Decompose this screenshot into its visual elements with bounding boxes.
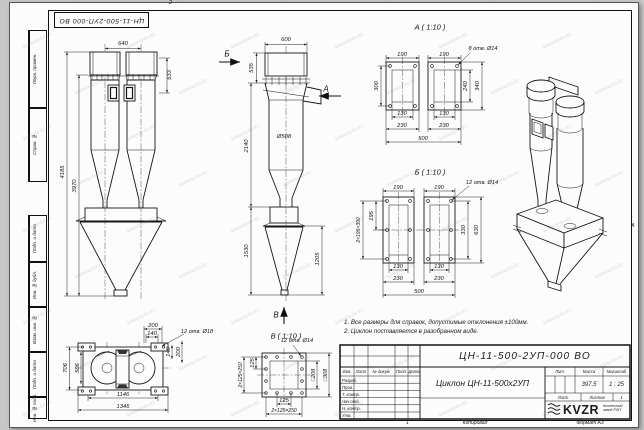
logo-caption-line1: Котельный bbox=[603, 403, 623, 408]
titleblock-sheets-value: 1 bbox=[620, 394, 623, 400]
titleblock-signature-rows: Разраб.Пров.Т. контр. Нач.отд. Н. контр.Ут… bbox=[342, 377, 372, 420]
iso-3d-view bbox=[512, 76, 608, 292]
frame-column-cell: Взам. инв. № bbox=[28, 307, 47, 352]
frame-column-cell: Подп. и дата bbox=[28, 215, 47, 262]
inverted-doc-number-stamp: ЦН-11-500-2УП-000 ВО bbox=[54, 12, 149, 28]
footer-copied-label: Копировал bbox=[462, 420, 488, 426]
titleblock-col-list: Лист bbox=[355, 369, 367, 374]
logo-coil-icon bbox=[547, 403, 561, 415]
frame-column-cell: Инв. № подл. bbox=[28, 394, 47, 422]
note-line: 2. Циклон поставляется в разобранном вид… bbox=[344, 328, 479, 335]
titleblock-product-name: Циклон ЦН-11-500х2УП bbox=[435, 377, 530, 388]
titleblock-sheet-label: Лист bbox=[557, 394, 569, 400]
titleblock-scale-value: 1 : 25 bbox=[608, 381, 624, 388]
titleblock-row-label: Нач.отд. bbox=[342, 399, 360, 404]
side-view bbox=[219, 42, 341, 324]
titleblock-mass-value: 397,5 bbox=[581, 381, 597, 388]
titleblock-lit-label: Лит. bbox=[555, 369, 565, 374]
plan-view bbox=[66, 326, 185, 413]
title-block-grid bbox=[339, 344, 631, 420]
logo-brand: KVZR bbox=[562, 403, 600, 417]
titleblock-row-label: Пров. bbox=[342, 384, 354, 390]
view-A bbox=[378, 52, 485, 145]
titleblock-doc-number: ЦН-11-500-2УП-000 ВО bbox=[459, 350, 591, 362]
titleblock-row-label: Утв. bbox=[342, 413, 352, 419]
view-V bbox=[241, 344, 332, 417]
zone-marker-right: А bbox=[631, 223, 635, 229]
titleblock-row-label: Н. контр. bbox=[342, 406, 361, 412]
frame-column-cell: Инв. № дубл. bbox=[28, 262, 47, 307]
titleblock-col-data: Дата bbox=[408, 369, 420, 374]
logo-caption: Котельный завод РЭП bbox=[603, 404, 630, 413]
note-line: 1. Все размеры для справок, допустимые о… bbox=[344, 319, 529, 326]
titleblock-col-izm: Изм. bbox=[342, 369, 352, 374]
titleblock-scale-label: Масштаб bbox=[606, 369, 627, 374]
notes-block: 1. Все размеры для справок, допустимые о… bbox=[344, 318, 636, 336]
zone-marker-top: 2 bbox=[169, 0, 173, 6]
titleblock-sheets-label: Листов bbox=[589, 394, 605, 400]
frame-column-cell: Подп. и дата bbox=[28, 352, 47, 397]
titleblock-col-doc: № докум. bbox=[372, 369, 391, 374]
titleblock-mass-label: Масса bbox=[582, 369, 596, 374]
view-B bbox=[360, 185, 484, 298]
titleblock-row-label: Разраб. bbox=[342, 377, 358, 383]
footer-format-label: Формат А3 bbox=[576, 420, 604, 426]
titleblock-row-label: Т. контр. bbox=[342, 391, 361, 397]
logo-caption-line2: завод РЭП bbox=[603, 408, 621, 413]
front-view bbox=[64, 44, 170, 301]
zone-marker-bottom: 1 bbox=[406, 419, 409, 426]
titleblock-col-podp: Подп. bbox=[395, 369, 408, 374]
frame-column-cell: Справ. № bbox=[28, 108, 47, 182]
drawing-frame bbox=[48, 10, 632, 421]
frame-column-cell: Перв. примен. bbox=[28, 30, 47, 108]
